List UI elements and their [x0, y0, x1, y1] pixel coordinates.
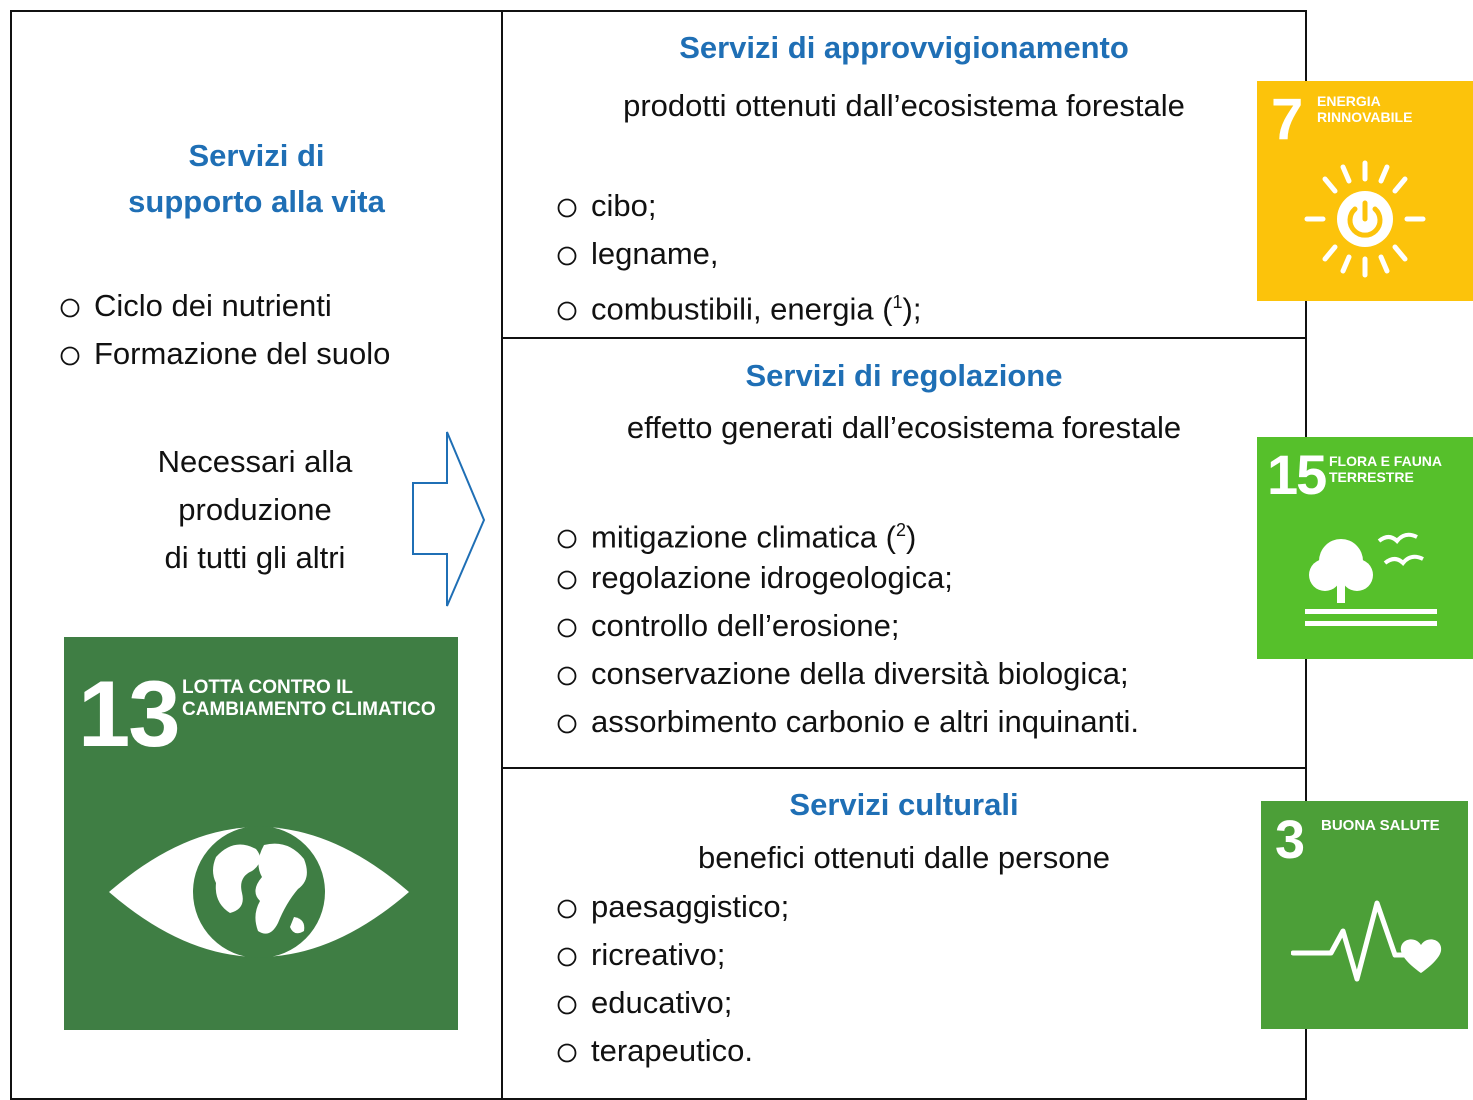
sdg-label: BUONA SALUTE	[1321, 817, 1440, 834]
list-item: ricreativo;	[555, 931, 789, 979]
circle-bullet-icon	[60, 298, 80, 318]
left-items-list: Ciclo dei nutrienti Formazione del suolo	[58, 282, 390, 378]
sdg-label: FLORA E FAUNA TERRESTRE	[1329, 453, 1443, 486]
section-title: Servizi culturali	[789, 787, 1019, 822]
section-list: cibo; legname, combustibili, energia (1)…	[555, 182, 921, 326]
provisioning-box	[501, 10, 1307, 339]
section-list: paesaggistico; ricreativo; educativo; te…	[555, 883, 789, 1075]
sdg-7-tile: 7 ENERGIA RINNOVABILE	[1257, 81, 1473, 301]
tree-birds-icon	[1305, 532, 1437, 626]
list-item: educativo;	[555, 979, 789, 1027]
sdg-number: 13	[78, 661, 181, 766]
sdg-13-tile: 13 LOTTA CONTRO IL CAMBIAMENTO CLIMATICO	[64, 637, 458, 1030]
list-item: cibo;	[555, 182, 921, 230]
sdg-3-tile: 3 BUONA SALUTE	[1261, 801, 1468, 1029]
list-item: controllo dell’erosione;	[555, 602, 1139, 650]
footnote-ref: 2	[895, 520, 906, 540]
section-title: Servizi di regolazione	[745, 358, 1063, 393]
circle-bullet-icon	[60, 346, 80, 366]
section-subtitle: prodotti ottenuti dall’ecosistema forest…	[623, 88, 1185, 123]
arrow-right-icon	[412, 431, 486, 607]
circle-bullet-icon	[557, 570, 577, 590]
list-item: mitigazione climatica (2)	[555, 506, 1139, 554]
list-item: paesaggistico;	[555, 883, 789, 931]
circle-bullet-icon	[557, 246, 577, 266]
list-item: Formazione del suolo	[58, 330, 390, 378]
list-item: regolazione idrogeologica;	[555, 554, 1139, 602]
list-item: legname,	[555, 230, 921, 278]
sdg-number: 7	[1271, 87, 1303, 152]
circle-bullet-icon	[557, 301, 577, 321]
sun-power-icon	[1304, 160, 1426, 278]
left-title-line1: Servizi di	[188, 138, 325, 173]
sdg-label: ENERGIA RINNOVABILE	[1317, 93, 1413, 126]
section-subtitle: benefici ottenuti dalle persone	[698, 840, 1110, 875]
list-item: combustibili, energia (1);	[555, 278, 921, 326]
list-item: Ciclo dei nutrienti	[58, 282, 390, 330]
list-item: assorbimento carbonio e altri inquinanti…	[555, 698, 1139, 746]
circle-bullet-icon	[557, 714, 577, 734]
circle-bullet-icon	[557, 198, 577, 218]
left-note: Necessari alla produzione di tutti gli a…	[157, 444, 353, 575]
section-title: Servizi di approvvigionamento	[679, 30, 1129, 65]
footnote-ref: 1	[892, 292, 903, 312]
sdg-number: 3	[1275, 810, 1305, 870]
sdg-label: LOTTA CONTRO IL CAMBIAMENTO CLIMATICO	[182, 677, 436, 720]
circle-bullet-icon	[557, 1043, 577, 1063]
circle-bullet-icon	[557, 947, 577, 967]
section-list: mitigazione climatica (2) regolazione id…	[555, 506, 1139, 746]
left-panel-title: Servizi di supporto alla vita	[10, 133, 503, 225]
cultural-box	[501, 767, 1307, 1100]
list-item: conservazione della diversità biologica;	[555, 650, 1139, 698]
heartbeat-icon	[1291, 900, 1442, 982]
circle-bullet-icon	[557, 529, 577, 549]
sdg-15-tile: 15 FLORA E FAUNA TERRESTRE	[1257, 437, 1473, 659]
circle-bullet-icon	[557, 666, 577, 686]
circle-bullet-icon	[557, 995, 577, 1015]
section-subtitle: effetto generati dall’ecosistema foresta…	[626, 410, 1182, 445]
circle-bullet-icon	[557, 618, 577, 638]
regulation-box	[501, 337, 1307, 769]
list-item: terapeutico.	[555, 1027, 789, 1075]
eye-globe-icon	[109, 826, 409, 958]
left-title-line2: supporto alla vita	[128, 184, 385, 219]
circle-bullet-icon	[557, 899, 577, 919]
sdg-number: 15	[1267, 443, 1327, 506]
